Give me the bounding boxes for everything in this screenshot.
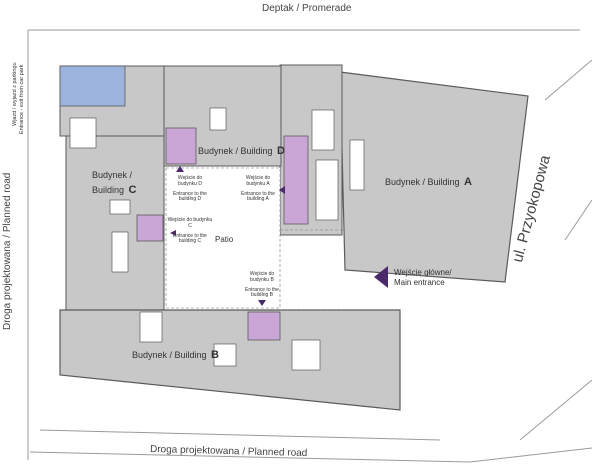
building-d-name: Budynek / Building xyxy=(198,146,273,156)
building-a-letter: A xyxy=(464,176,472,188)
arrow-icon xyxy=(258,300,266,306)
main-entrance-arrow-icon xyxy=(374,266,388,288)
entrance-zone-b xyxy=(247,311,281,341)
car-park-label-pl: Wjazd / wyjazd z parkingu xyxy=(12,62,18,126)
entrance-c-pl: Wejście do budynku C xyxy=(167,217,213,229)
building-d-letter: D xyxy=(277,145,285,157)
arrow-icon xyxy=(176,166,184,172)
entrance-b-en: Entrance to the building B xyxy=(245,286,279,299)
patio-area xyxy=(165,167,281,309)
building-b-label: Budynek / Building B xyxy=(132,346,219,362)
entrance-a-label: Wejście do budynku A Entrance to the bui… xyxy=(237,175,279,203)
entrance-d-pl: Wejście do budynku D xyxy=(177,175,203,187)
arrow-icon xyxy=(170,230,176,236)
building-b-letter: B xyxy=(211,349,219,361)
entrance-b-label: Wejście do budynku B Entrance to the bui… xyxy=(240,271,284,299)
entrance-a-en: Entrance to the building A xyxy=(241,190,275,203)
entrance-c-en: Entrance to the building C xyxy=(173,232,207,245)
main-entrance-en: Main entrance xyxy=(394,278,445,288)
patio-label: Patio xyxy=(215,235,234,244)
street-left-label: Droga projektowana / Planned road xyxy=(2,172,13,330)
entrance-c-label: Wejście do budynku C Entrance to the bui… xyxy=(167,217,213,245)
building-a-label: Budynek / Building A xyxy=(385,173,472,189)
road-outlines xyxy=(27,29,592,463)
building-c-name-2: Building xyxy=(92,185,125,196)
street-top-label: Deptak / Promerade xyxy=(262,3,352,14)
main-entrance-label: Wejście główne/ Main entrance xyxy=(394,268,452,289)
main-entrance-pl: Wejście główne/ xyxy=(394,268,452,277)
arrow-icon xyxy=(279,186,285,194)
entrance-a-pl: Wejście do budynku A xyxy=(245,175,271,187)
entrance-zone-d xyxy=(165,127,197,165)
building-c-name-1: Budynek / xyxy=(92,170,133,180)
entrance-d-label: Wejście do budynku D Entrance to the bui… xyxy=(168,175,212,203)
entrance-arrows xyxy=(170,166,388,306)
building-cores xyxy=(69,107,365,371)
entrance-d-en: Entrance to the building D xyxy=(173,190,207,203)
entrance-highlights xyxy=(136,127,309,341)
building-c-label: Budynek / Building C xyxy=(92,170,136,199)
building-a-name: Budynek / Building xyxy=(385,177,460,187)
parking-area xyxy=(59,65,126,107)
car-park-label-en: Entrance - exit from car park xyxy=(19,64,25,134)
entrance-zone-c xyxy=(136,214,164,242)
building-d-label: Budynek / Building D xyxy=(198,142,285,158)
entrance-zone-a xyxy=(283,135,309,225)
building-b-name: Budynek / Building xyxy=(132,350,207,360)
entrance-b-pl: Wejście do budynku B xyxy=(249,271,275,283)
building-c-letter: C xyxy=(128,184,137,197)
